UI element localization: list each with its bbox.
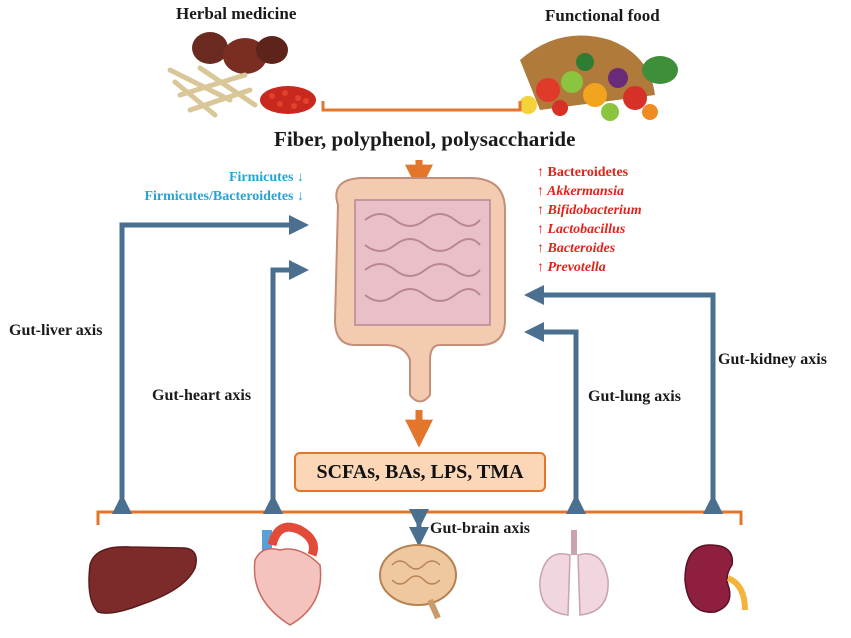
functional-food-icon bbox=[519, 35, 678, 121]
lungs-icon bbox=[539, 530, 609, 616]
gut-liver-arrow bbox=[112, 215, 309, 515]
intestine-icon bbox=[333, 177, 506, 403]
increased-taxon: ↑ Bacteroides bbox=[537, 241, 616, 256]
functional-food-label: Functional food bbox=[545, 6, 660, 25]
gut-liver-axis-label: Gut-liver axis bbox=[9, 322, 103, 339]
gut-kidney-axis-label: Gut-kidney axis bbox=[718, 351, 827, 368]
gut-heart-arrow bbox=[263, 260, 309, 515]
gut-heart-axis-label: Gut-heart axis bbox=[152, 387, 252, 404]
gut-lung-axis-label: Gut-lung axis bbox=[588, 388, 681, 405]
kidney-icon bbox=[684, 544, 748, 613]
increased-taxon: ↑ Bacteroidetes bbox=[537, 165, 629, 180]
brain-icon bbox=[379, 544, 457, 620]
decreased-ratio: Firmicutes/Bacteroidetes ↓ bbox=[144, 189, 304, 204]
liver-icon bbox=[88, 546, 197, 614]
herbal-medicine-label: Herbal medicine bbox=[176, 4, 297, 23]
increased-taxon: ↑ Bifidobacterium bbox=[537, 203, 642, 218]
increased-taxon: ↑ Akkermansia bbox=[537, 184, 624, 199]
intake-label: Fiber, polyphenol, polysaccharide bbox=[274, 127, 576, 151]
decreased-firmicutes: Firmicutes ↓ bbox=[228, 170, 304, 185]
metabolites-box: SCFAs, BAs, LPS, TMA bbox=[294, 452, 546, 492]
herbal-medicine-icon bbox=[167, 32, 316, 118]
metabolites-label: SCFAs, BAs, LPS, TMA bbox=[316, 460, 524, 483]
increased-taxon: ↑ Prevotella bbox=[537, 260, 606, 275]
increased-taxon: ↑ Lactobacillus bbox=[537, 222, 626, 237]
gut-kidney-arrow bbox=[524, 285, 723, 515]
sources-bracket bbox=[321, 101, 522, 112]
gut-brain-axis-label: Gut-brain axis bbox=[430, 520, 531, 537]
heart-icon bbox=[253, 522, 322, 626]
